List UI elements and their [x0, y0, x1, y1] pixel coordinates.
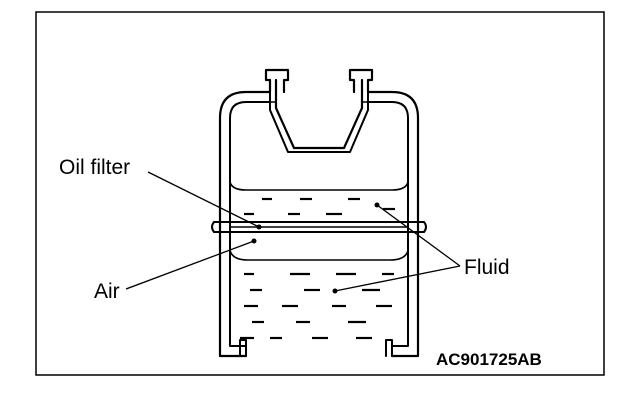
- fluid-label: Fluid: [464, 256, 510, 279]
- air-label: Air: [94, 280, 120, 303]
- fluid-upper-point: [374, 202, 380, 208]
- fluid-upper: [244, 197, 395, 216]
- air-leader: [125, 240, 255, 290]
- oil-filter-point: [256, 224, 262, 230]
- oil-filter-leader: [147, 171, 260, 228]
- fluid-lower: [240, 272, 394, 340]
- figure-frame: [35, 11, 605, 376]
- air-point: [251, 238, 257, 244]
- oil-filter-label: Oil filter: [59, 156, 130, 179]
- leader-lines: [125, 171, 461, 294]
- fluid-leader-upper: [376, 204, 461, 267]
- figure-code: AC901725AB: [436, 350, 542, 369]
- fluid-lower-point: [332, 288, 338, 294]
- fluid-leader-lower: [334, 265, 461, 292]
